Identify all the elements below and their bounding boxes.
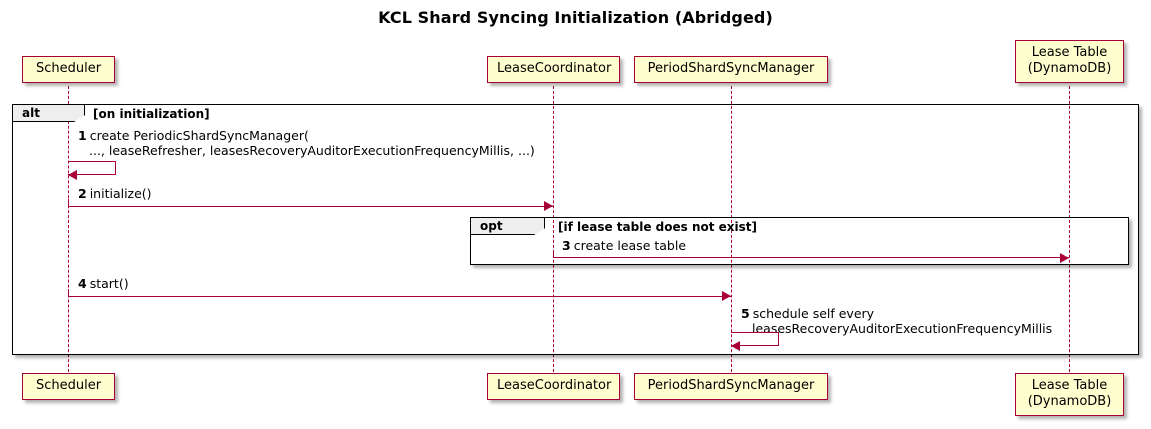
- page-title: KCL Shard Syncing Initialization (Abridg…: [378, 8, 773, 27]
- participant-label: PeriodShardSyncManager: [647, 378, 815, 393]
- message-2-text: initialize(): [89, 186, 152, 201]
- message-1-arrowhead: [68, 170, 77, 180]
- message-4-line: [68, 296, 731, 297]
- fragment-opt: opt: [470, 217, 1129, 265]
- participant-scheduler-bottom[interactable]: Scheduler: [22, 373, 115, 400]
- fragment-alt-operator: alt: [13, 105, 85, 122]
- participant-label: LeaseCoordinator: [497, 378, 612, 393]
- participant-scheduler-top[interactable]: Scheduler: [22, 56, 115, 83]
- message-3-line: [553, 257, 1069, 258]
- fragment-alt-guard: [on initialization]: [93, 107, 210, 121]
- participant-coordinator-bottom[interactable]: LeaseCoordinator: [487, 373, 620, 400]
- fragment-opt-guard: [if lease table does not exist]: [558, 220, 758, 234]
- fragment-opt-operator: opt: [471, 218, 545, 235]
- participant-leasetable-top[interactable]: Lease Table (DynamoDB): [1015, 40, 1124, 83]
- participant-label-line1: Lease Table: [1031, 45, 1108, 60]
- participant-label: LeaseCoordinator: [497, 61, 612, 76]
- lifeline-coordinator: [553, 86, 554, 372]
- message-5-text-line2: leasesRecoveryAuditorExecutionFrequencyM…: [752, 321, 1053, 336]
- participant-label-line2: (DynamoDB): [1027, 61, 1112, 76]
- message-5-self-loop: [731, 332, 779, 346]
- participant-label: PeriodShardSyncManager: [647, 61, 815, 76]
- message-2-arrowhead: [544, 201, 553, 211]
- message-3-source-nub: [553, 251, 554, 258]
- message-4-number: 4: [78, 276, 87, 291]
- message-2-number: 2: [78, 186, 87, 201]
- message-3-text: create lease table: [573, 238, 687, 253]
- message-3-arrowhead: [1060, 253, 1069, 263]
- message-5-text-line1: schedule self every: [752, 306, 875, 321]
- message-4-source-nub: [68, 289, 69, 297]
- message-1-text-line1: create PeriodicShardSyncManager(: [89, 128, 309, 143]
- lifeline-leasetable: [1069, 86, 1070, 372]
- message-1-self-loop: [68, 161, 116, 175]
- participant-leasetable-bottom[interactable]: Lease Table (DynamoDB): [1015, 373, 1124, 416]
- message-5-number: 5: [741, 306, 750, 321]
- message-4-arrowhead: [722, 291, 731, 301]
- message-1-text-line2: ..., leaseRefresher, leasesRecoveryAudit…: [89, 143, 535, 158]
- participant-coordinator-top[interactable]: LeaseCoordinator: [487, 56, 620, 83]
- participant-label: Scheduler: [35, 61, 102, 76]
- message-1-number: 1: [78, 128, 87, 143]
- message-4-text: start(): [89, 276, 129, 291]
- fragment-alt: alt: [12, 104, 1139, 355]
- message-3-number: 3: [562, 238, 571, 253]
- message-2-line: [68, 206, 553, 207]
- participant-syncmanager-bottom[interactable]: PeriodShardSyncManager: [634, 373, 828, 400]
- participant-label: Scheduler: [35, 378, 102, 393]
- message-5-arrowhead: [731, 341, 740, 351]
- message-2-source-nub: [68, 199, 69, 207]
- participant-syncmanager-top[interactable]: PeriodShardSyncManager: [634, 56, 828, 83]
- participant-label-line2: (DynamoDB): [1027, 394, 1112, 409]
- lifeline-scheduler: [68, 86, 69, 372]
- lifeline-syncmanager: [731, 86, 732, 372]
- participant-label-line1: Lease Table: [1031, 378, 1108, 393]
